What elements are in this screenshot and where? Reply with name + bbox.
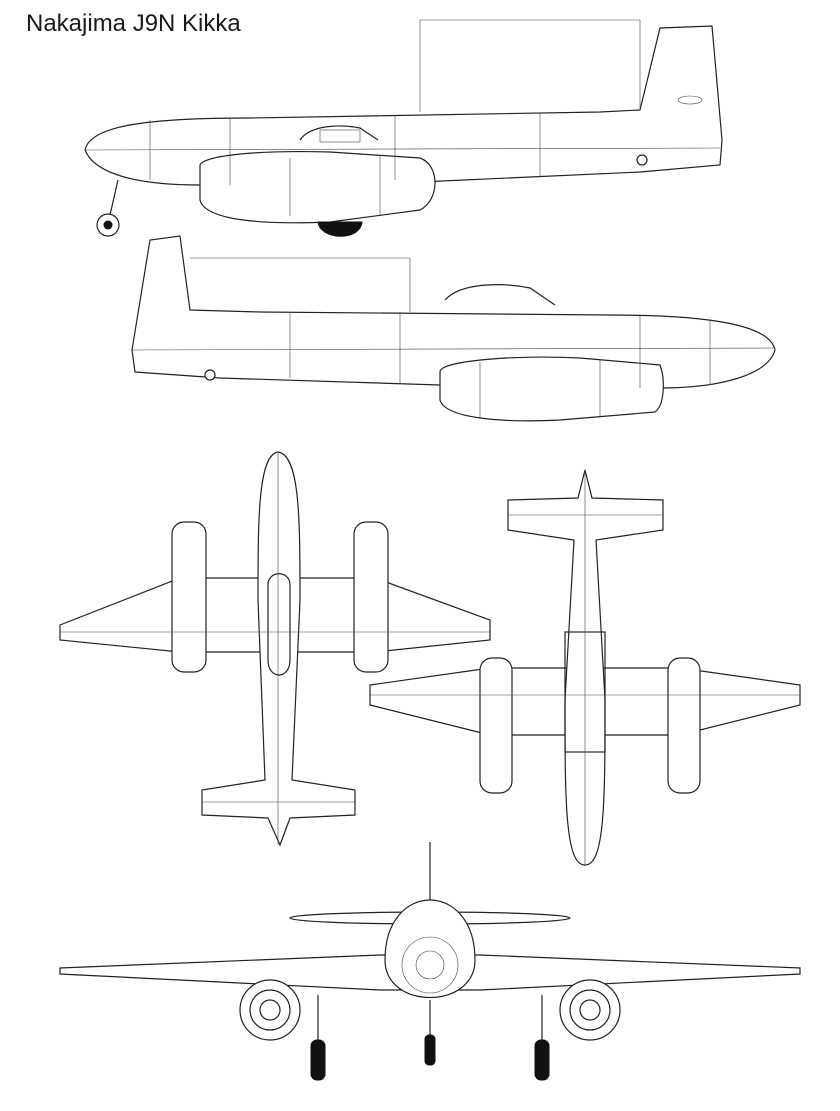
bottom-view [369, 469, 801, 866]
top-view [59, 451, 491, 847]
front-view [59, 842, 801, 1081]
side-view-right [131, 235, 776, 422]
drawing-title: Nakajima J9N Kikka [26, 10, 241, 37]
side-view-left [84, 19, 723, 237]
